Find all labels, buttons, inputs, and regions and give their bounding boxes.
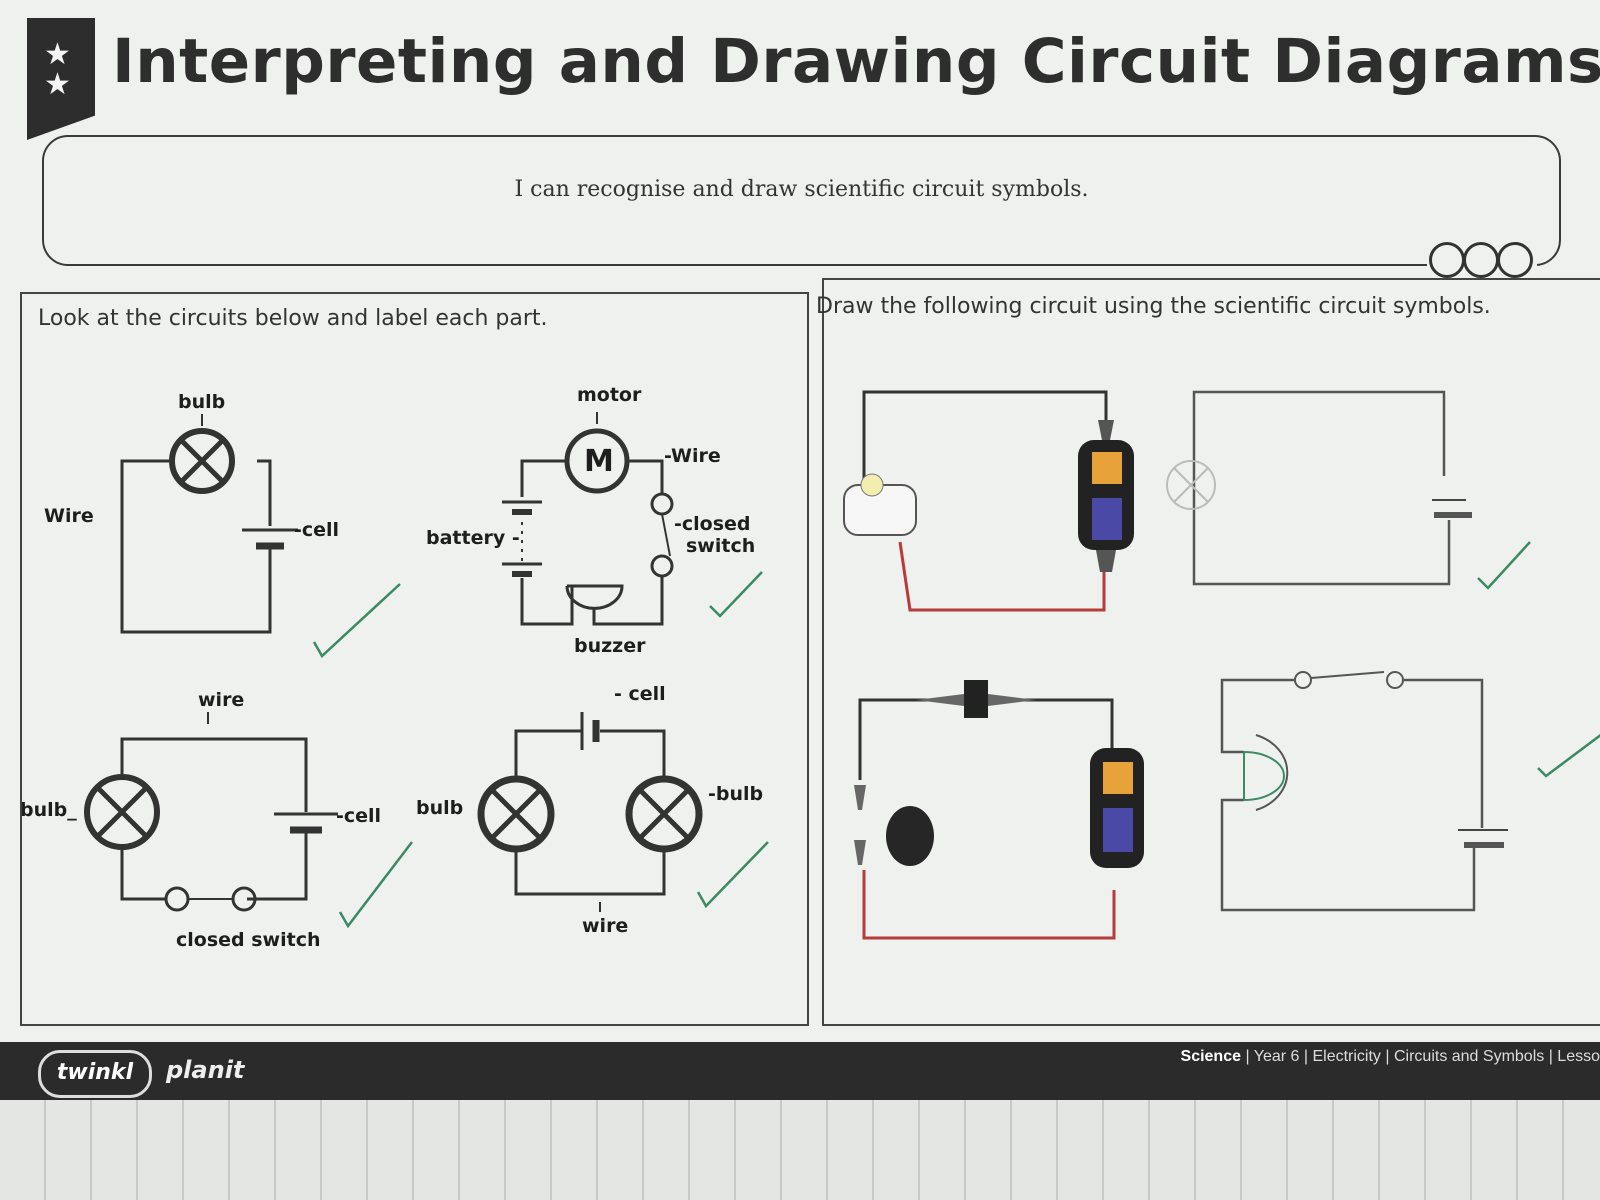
label-wire: wire bbox=[198, 689, 244, 711]
picture-bulb-circuit bbox=[843, 390, 1134, 612]
circuit-two-bulbs bbox=[477, 712, 703, 912]
motor-symbol bbox=[564, 428, 630, 494]
motor-letter: M bbox=[584, 444, 614, 479]
tick-mark bbox=[696, 841, 769, 909]
label-switch: switch bbox=[686, 535, 755, 557]
circle-icon bbox=[1463, 242, 1499, 278]
planit-logo: planit bbox=[166, 1056, 245, 1084]
label-wire: wire bbox=[582, 915, 628, 937]
label-circuits-panel: Look at the circuits below and label eac… bbox=[20, 292, 809, 1026]
bulb-symbol bbox=[477, 775, 555, 853]
star-icon: ★ bbox=[44, 68, 71, 101]
label-cell: - cell bbox=[614, 683, 666, 705]
label-bulb: -bulb bbox=[708, 783, 763, 805]
label-switch: closed switch bbox=[176, 929, 321, 951]
label-switch: -closed bbox=[674, 513, 751, 535]
switch-icon bbox=[964, 680, 988, 718]
footer-subject: Science bbox=[1180, 1048, 1241, 1065]
star-icon: ★ bbox=[44, 38, 71, 71]
label-cell: -cell bbox=[336, 805, 381, 827]
buzzer-icon bbox=[886, 806, 934, 866]
circuit-motor-buzzer bbox=[502, 412, 674, 626]
picture-buzzer-circuit bbox=[854, 680, 1144, 940]
page-title: Interpreting and Drawing Circuit Diagram… bbox=[112, 26, 1600, 97]
worksheet: ★ ★ Interpreting and Drawing Circuit Dia… bbox=[0, 18, 1600, 1100]
tick-mark bbox=[338, 841, 413, 929]
switch-terminal bbox=[164, 886, 190, 912]
bulb-symbol bbox=[625, 775, 703, 853]
label-cell: -cell bbox=[294, 519, 339, 541]
switch-terminal bbox=[650, 492, 674, 516]
bulb-icon bbox=[860, 473, 884, 497]
tick-mark bbox=[1477, 541, 1531, 590]
circle-icon bbox=[1497, 242, 1533, 278]
label-battery: battery - bbox=[426, 527, 520, 549]
twinkl-logo: twinkl bbox=[38, 1050, 152, 1098]
right-instruction: Draw the following circuit using the sci… bbox=[816, 294, 1491, 319]
learning-objective: I can recognise and draw scientific circ… bbox=[514, 177, 1089, 202]
circuit-bulb-switch bbox=[84, 712, 338, 912]
label-bulb: bulb bbox=[416, 797, 463, 819]
draw-circuits-panel: Draw the following circuit using the sci… bbox=[816, 278, 1600, 1026]
footer-bar: twinkl planit Science | Year 6 | Electri… bbox=[0, 1042, 1600, 1100]
bulb-symbol bbox=[84, 774, 160, 850]
tick-mark bbox=[1537, 733, 1600, 778]
circle-icon bbox=[1429, 242, 1465, 278]
footer-path: | Year 6 | Electricity | Circuits and Sy… bbox=[1241, 1048, 1600, 1065]
drawn-buzzer-circuit bbox=[1220, 671, 1600, 912]
bulb-symbol bbox=[169, 428, 235, 494]
label-buzzer: buzzer bbox=[574, 635, 646, 657]
label-motor: motor bbox=[577, 384, 642, 406]
label-wire: Wire bbox=[44, 505, 94, 527]
switch-terminal bbox=[1386, 671, 1404, 689]
drawn-bulb-circuit bbox=[1166, 390, 1531, 590]
footer-breadcrumb: Science | Year 6 | Electricity | Circuit… bbox=[1181, 1048, 1600, 1066]
progress-circles bbox=[1427, 242, 1537, 278]
labelled-circuits: bulb Wire -cell motor M -Wire battery - … bbox=[22, 384, 769, 951]
learning-objective-box: I can recognise and draw scientific circ… bbox=[42, 135, 1561, 278]
label-bulb: bulb bbox=[178, 391, 225, 413]
label-bulb: bulb_ bbox=[22, 799, 77, 821]
switch-terminal bbox=[1294, 671, 1312, 689]
circuit-pictures-and-drawings bbox=[843, 390, 1600, 940]
left-instruction: Look at the circuits below and label eac… bbox=[38, 306, 548, 331]
stars-banner: ★ ★ bbox=[27, 18, 95, 140]
label-wire: -Wire bbox=[664, 445, 721, 467]
switch-terminal bbox=[650, 554, 674, 578]
bulb-symbol bbox=[1166, 460, 1216, 510]
buzzer-symbol bbox=[565, 584, 624, 610]
buzzer-symbol bbox=[1243, 750, 1285, 802]
circuit-bulb-cell bbox=[120, 414, 298, 634]
tick-mark bbox=[312, 583, 401, 658]
ruled-notebook-paper bbox=[0, 1100, 1600, 1200]
tick-mark bbox=[709, 571, 763, 618]
